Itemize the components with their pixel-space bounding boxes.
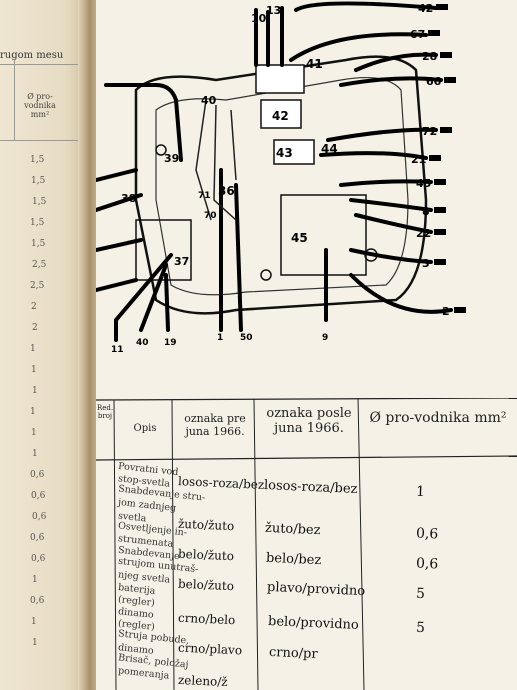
label-10: 10 bbox=[251, 12, 267, 25]
label-66: 66 bbox=[426, 75, 442, 88]
left-page-value: 1 bbox=[32, 575, 38, 585]
left-page-value: 1 bbox=[32, 449, 38, 459]
left-page-rule-mid bbox=[0, 140, 80, 141]
cell-presek: 5 bbox=[415, 619, 426, 637]
cell-presek: 1 bbox=[415, 483, 426, 501]
label-72: 72 bbox=[422, 125, 437, 138]
left-page-value: 2 bbox=[31, 302, 37, 312]
thin-wires bbox=[195, 99, 237, 221]
left-page-value: 1,5 bbox=[31, 239, 46, 249]
left-page-value: 0,6 bbox=[30, 470, 45, 480]
label-1: 1 bbox=[217, 333, 223, 343]
left-page-value: 1 bbox=[30, 407, 36, 417]
cell-presek: 5 bbox=[415, 585, 426, 603]
label-45-inner: 45 bbox=[291, 231, 308, 245]
label-67: 67 bbox=[410, 28, 425, 41]
label-11: 11 bbox=[111, 345, 124, 355]
label-42-inner: 42 bbox=[272, 109, 289, 123]
label-41: 41 bbox=[306, 57, 323, 71]
label-28: 28 bbox=[422, 50, 437, 63]
left-page-value: 1 bbox=[31, 365, 37, 375]
left-page-column-header: Ø pro-vodnika mm² bbox=[24, 92, 56, 119]
left-page-value: 1 bbox=[32, 638, 38, 648]
table-grid bbox=[96, 398, 517, 690]
label-3: 3 bbox=[422, 257, 430, 270]
left-page-value: 0,6 bbox=[30, 596, 45, 606]
wire-table: Red. broj Opis oznaka pre juna 1966. ozn… bbox=[96, 398, 517, 690]
label-2: 2 bbox=[442, 305, 450, 318]
wires bbox=[96, 1, 453, 342]
label-40: 40 bbox=[201, 94, 217, 107]
cell-posle: žuto/bez bbox=[264, 520, 321, 539]
label-36: 36 bbox=[218, 184, 235, 198]
cell-pre: crno/plavo bbox=[177, 640, 243, 658]
wiring-diagram: 10 13 40 39 41 42 43 44 36 71 70 38 37 4… bbox=[96, 1, 466, 355]
label-13: 13 bbox=[266, 4, 281, 17]
cell-pre: zeleno/ž bbox=[177, 672, 228, 690]
header-opis: Opis bbox=[133, 423, 157, 434]
left-page-value: 0,6 bbox=[31, 554, 46, 564]
label-40-bottom: 40 bbox=[136, 338, 149, 348]
left-page-vrule bbox=[14, 60, 15, 140]
header-posle: oznaka posle juna 1966. bbox=[266, 406, 352, 436]
left-page-value: 1 bbox=[31, 617, 37, 627]
left-page-value: 1,5 bbox=[31, 176, 46, 186]
label-44: 44 bbox=[321, 142, 338, 156]
label-8: 8 bbox=[422, 205, 430, 218]
label-38: 38 bbox=[121, 192, 136, 205]
cell-pre: belo/žuto bbox=[177, 576, 235, 594]
label-71: 71 bbox=[198, 191, 211, 201]
relay-box-left bbox=[135, 219, 192, 281]
left-page-value: 2,5 bbox=[32, 260, 47, 270]
label-9: 9 bbox=[322, 333, 328, 343]
left-page-value: 1,5 bbox=[32, 197, 47, 207]
cell-pre: žuto/žuto bbox=[177, 516, 235, 534]
housing-outline bbox=[134, 55, 428, 315]
left-page-value: 1 bbox=[32, 386, 38, 396]
wire-terminals bbox=[428, 4, 466, 313]
cell-pre: belo/žuto bbox=[177, 546, 235, 564]
terminal-block-43 bbox=[273, 139, 315, 165]
left-page-value: 0,6 bbox=[31, 491, 46, 501]
label-37: 37 bbox=[174, 255, 189, 268]
cell-posle: crno/pr bbox=[268, 644, 318, 663]
housing-inner bbox=[155, 76, 409, 296]
left-page-rule-top bbox=[0, 64, 80, 65]
screw-3 bbox=[155, 144, 167, 156]
cell-presek: 0,6 bbox=[415, 525, 439, 543]
screw-1 bbox=[260, 269, 272, 281]
label-43: 43 bbox=[276, 146, 293, 160]
label-45-right: 45 bbox=[416, 177, 431, 190]
left-page-value: 2 bbox=[32, 323, 38, 333]
left-page: rugom mesu Ø pro-vodnika mm² 1,5 1,5 1,5 1,… bbox=[0, 0, 92, 690]
left-page-value: 2,5 bbox=[30, 281, 45, 291]
label-39: 39 bbox=[164, 152, 179, 165]
terminal-block-42 bbox=[260, 99, 302, 129]
left-page-value: 0,6 bbox=[32, 512, 47, 522]
right-page: 10 13 40 39 41 42 43 44 36 71 70 38 37 4… bbox=[96, 0, 517, 690]
cell-pre: crno/belo bbox=[177, 610, 236, 628]
label-50: 50 bbox=[240, 333, 253, 343]
header-pre: oznaka pre juna 1966. bbox=[184, 412, 246, 438]
left-page-value: 1 bbox=[30, 344, 36, 354]
terminal-block-top bbox=[255, 64, 305, 94]
left-page-value: 0,6 bbox=[30, 533, 45, 543]
label-22: 22 bbox=[416, 227, 431, 240]
label-42-right: 42 bbox=[418, 2, 433, 15]
label-70: 70 bbox=[204, 211, 217, 221]
left-page-header: rugom mesu bbox=[0, 50, 64, 61]
label-19: 19 bbox=[164, 338, 177, 348]
left-page-value: 1 bbox=[31, 428, 37, 438]
label-21: 21 bbox=[411, 153, 426, 166]
cell-posle: belo/bez bbox=[265, 550, 322, 569]
relay-box-45 bbox=[280, 194, 367, 276]
cell-presek: 0,6 bbox=[415, 555, 439, 573]
header-rb: Red. broj bbox=[97, 404, 114, 420]
left-page-value: 1,5 bbox=[30, 218, 45, 228]
left-page-value: 1,5 bbox=[30, 155, 45, 165]
header-presek: Ø pro-vodnika mm² bbox=[369, 410, 507, 426]
